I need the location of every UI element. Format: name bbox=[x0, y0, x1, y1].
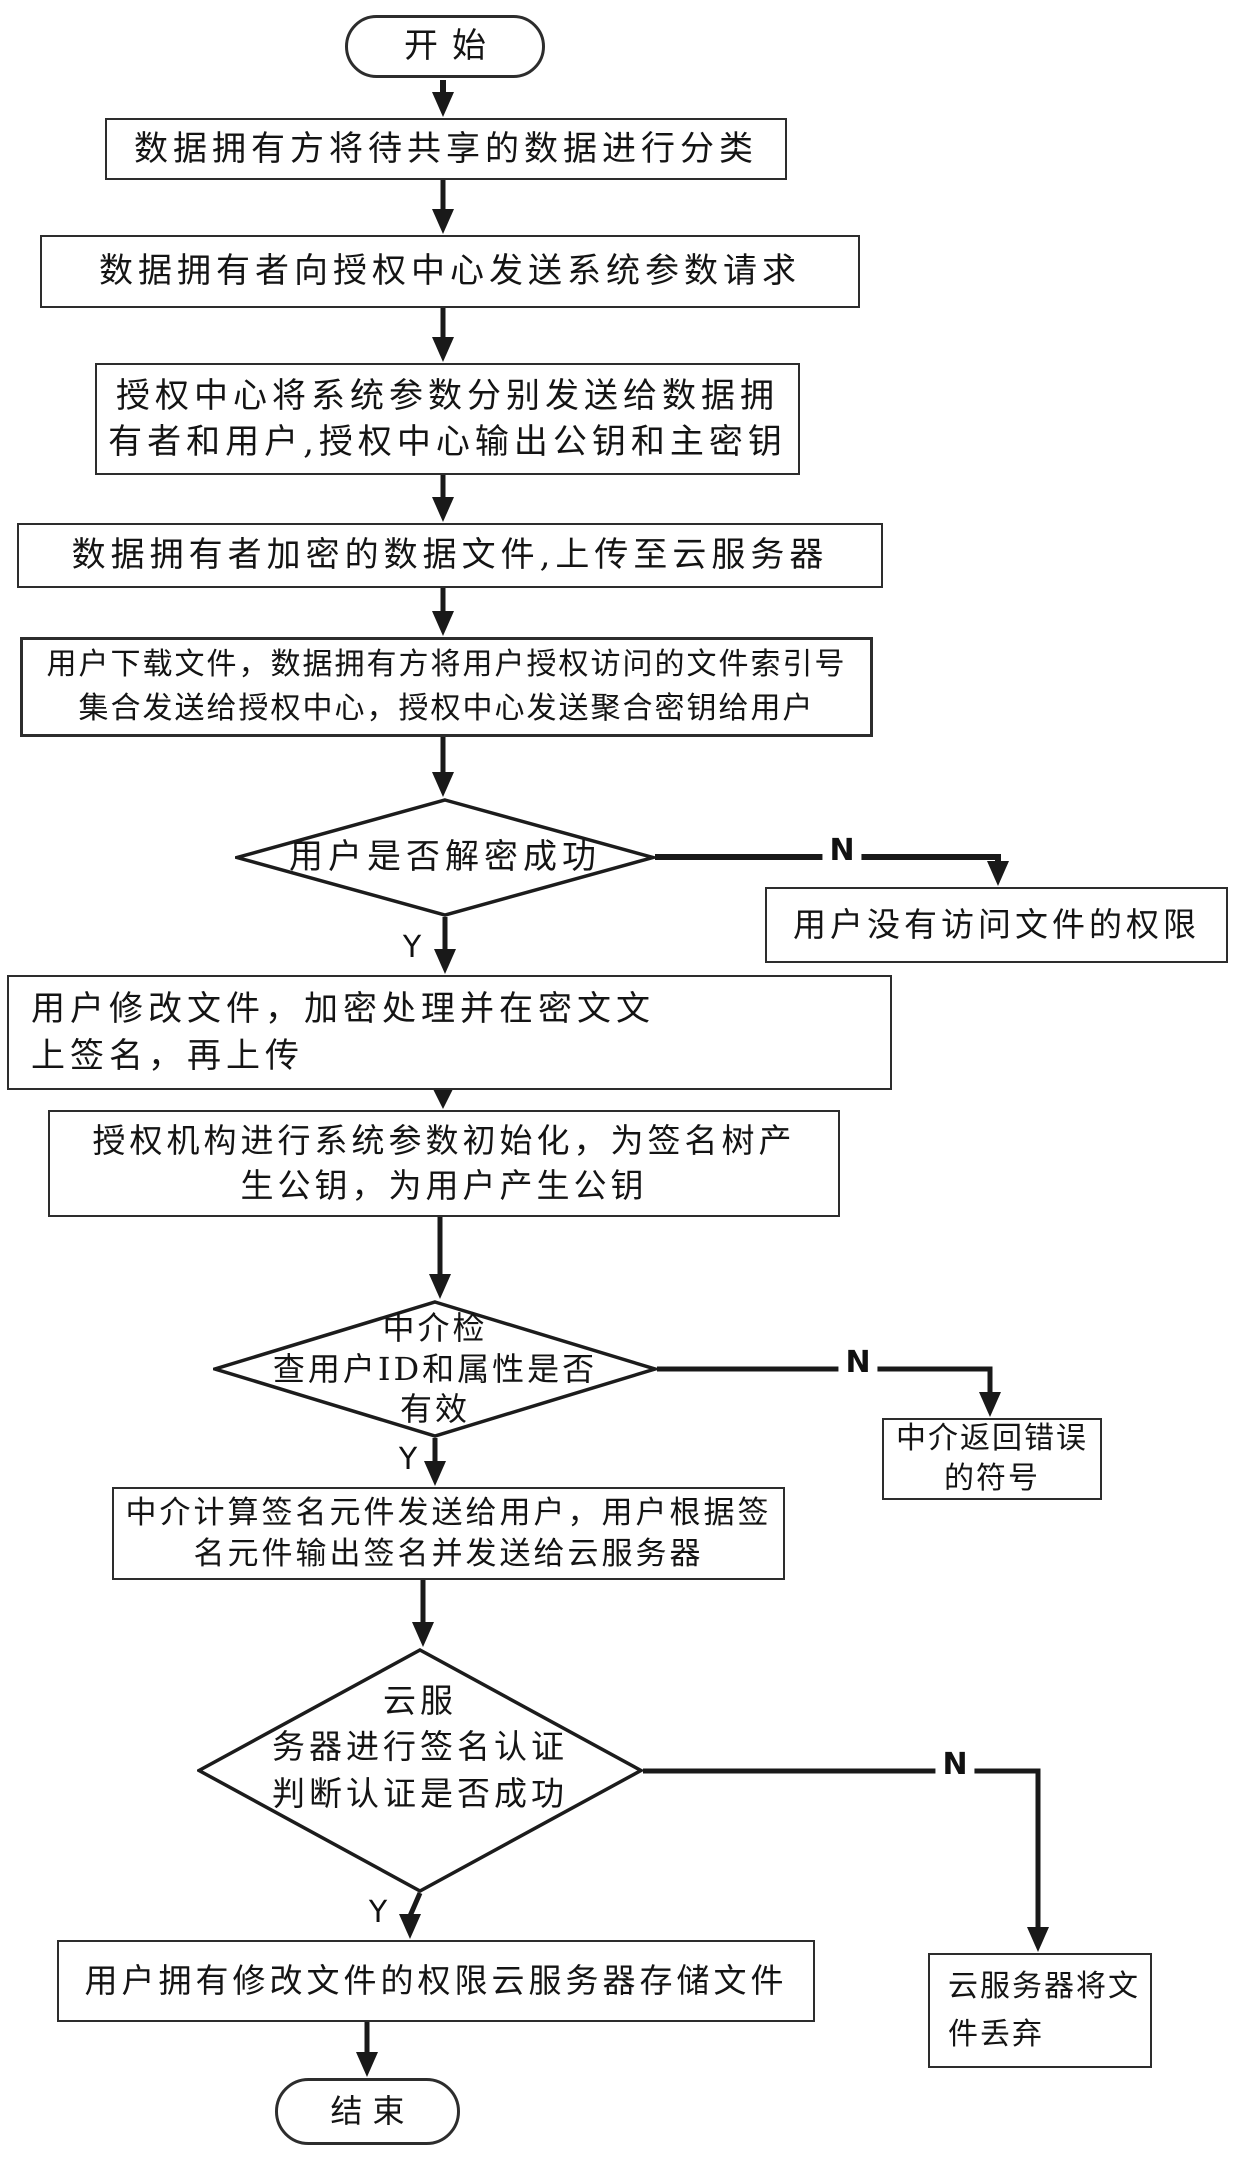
decision-check-user-id-text: 中介检 查用户ID和属性是否 有效 bbox=[272, 1308, 598, 1429]
arrow-decryptcheck-yes bbox=[434, 917, 456, 974]
arrow-initsign-to-idcheck bbox=[429, 1217, 451, 1299]
process-upload-encrypted-file-text: 数据拥有者加密的数据文件,上传至云服务器 bbox=[71, 535, 829, 576]
decision-verify-signature-text: 云服 务器进行签名认证 判断认证是否成功 bbox=[272, 1681, 568, 1813]
decision-check-user-id-shape bbox=[213, 1300, 657, 1438]
process-modify-sign-upload-text: 用户修改文件，加密处理并在密文文 上签名，再上传 bbox=[31, 989, 655, 1076]
start-terminator: 开始 bbox=[345, 15, 545, 78]
decision-verify-signature: 云服 务器进行签名认证 判断认证是否成功 bbox=[197, 1648, 643, 1893]
process-return-error-symbol-text: 中介返回错误 的符号 bbox=[896, 1420, 1088, 1497]
decision-decrypt-success-text: 用户是否解密成功 bbox=[289, 837, 601, 878]
decision-verify-signature-shape bbox=[197, 1648, 643, 1893]
arrow-start-to-classify bbox=[432, 80, 454, 117]
process-no-access-permission: 用户没有访问文件的权限 bbox=[765, 887, 1228, 963]
arrow-classify-to-request bbox=[432, 180, 454, 234]
process-compute-sign-element: 中介计算签名元件发送给用户，用户根据签 名元件输出签名并发送给云服务器 bbox=[112, 1487, 785, 1580]
arrow-request-to-sendparams bbox=[432, 308, 454, 362]
process-classify-data-text: 数据拥有方将待共享的数据进行分类 bbox=[134, 128, 758, 169]
arrow-verifycheck-no bbox=[643, 1768, 1049, 1952]
label-no-verify: N bbox=[935, 1750, 975, 1780]
arrow-decryptcheck-no bbox=[655, 854, 1009, 886]
process-send-aggregate-key: 用户下载文件，数据拥有方将用户授权访问的文件索引号 集合发送给授权中心，授权中心… bbox=[20, 637, 873, 737]
process-modify-sign-upload: 用户修改文件，加密处理并在密文文 上签名，再上传 bbox=[7, 975, 892, 1090]
arrow-verifycheck-yes bbox=[399, 1892, 423, 1939]
process-no-access-permission-text: 用户没有访问文件的权限 bbox=[793, 904, 1200, 944]
process-store-file-text: 用户拥有修改文件的权限云服务器存储文件 bbox=[84, 1960, 788, 2000]
end-terminator: 结束 bbox=[275, 2078, 460, 2145]
label-yes-idcheck: Y bbox=[398, 1442, 418, 1477]
arrow-aggregate-to-decryptcheck bbox=[432, 737, 454, 797]
arrow-idcheck-no bbox=[657, 1366, 1001, 1417]
decision-decrypt-success: 用户是否解密成功 bbox=[235, 798, 655, 917]
process-init-sign-params: 授权机构进行系统参数初始化，为签名树产 生公钥，为用户产生公钥 bbox=[48, 1110, 840, 1217]
process-distribute-params-text: 授权中心将系统参数分别发送给数据拥 有者和用户,授权中心输出公钥和主密钥 bbox=[108, 375, 787, 462]
label-no-idcheck: N bbox=[838, 1348, 878, 1378]
process-discard-file: 云服务器将文 件丢弃 bbox=[928, 1953, 1152, 2068]
decision-check-user-id: 中介检 查用户ID和属性是否 有效 bbox=[213, 1300, 657, 1438]
process-compute-sign-element-text: 中介计算签名元件发送给用户，用户根据签 名元件输出签名并发送给云服务器 bbox=[125, 1495, 772, 1572]
arrow-modify-to-initsign bbox=[432, 1087, 454, 1109]
process-request-system-params: 数据拥有者向授权中心发送系统参数请求 bbox=[40, 235, 860, 308]
arrow-sendparams-to-upload bbox=[432, 475, 454, 522]
label-no-decrypt: N bbox=[822, 836, 862, 866]
process-request-system-params-text: 数据拥有者向授权中心发送系统参数请求 bbox=[99, 251, 801, 292]
process-classify-data: 数据拥有方将待共享的数据进行分类 bbox=[105, 118, 787, 180]
start-label: 开始 bbox=[404, 26, 500, 67]
process-store-file: 用户拥有修改文件的权限云服务器存储文件 bbox=[57, 1940, 815, 2022]
decision-decrypt-success-shape bbox=[235, 798, 655, 917]
process-distribute-params: 授权中心将系统参数分别发送给数据拥 有者和用户,授权中心输出公钥和主密钥 bbox=[95, 363, 800, 475]
arrow-upload-to-aggregate bbox=[432, 588, 454, 636]
end-label: 结束 bbox=[330, 2091, 415, 2130]
arrow-signelement-to-verifycheck bbox=[412, 1580, 434, 1647]
label-yes-decrypt: Y bbox=[402, 930, 422, 965]
arrow-store-to-end bbox=[356, 2022, 378, 2077]
arrow-idcheck-yes bbox=[424, 1438, 446, 1486]
process-init-sign-params-text: 授权机构进行系统参数初始化，为签名树产 生公钥，为用户产生公钥 bbox=[92, 1120, 796, 1205]
process-discard-file-text: 云服务器将文 件丢弃 bbox=[948, 1968, 1140, 2052]
process-return-error-symbol: 中介返回错误 的符号 bbox=[882, 1418, 1102, 1500]
process-send-aggregate-key-text: 用户下载文件，数据拥有方将用户授权访问的文件索引号 集合发送给授权中心，授权中心… bbox=[46, 646, 847, 726]
label-yes-verify: Y bbox=[368, 1895, 388, 1930]
process-upload-encrypted-file: 数据拥有者加密的数据文件,上传至云服务器 bbox=[17, 523, 883, 588]
